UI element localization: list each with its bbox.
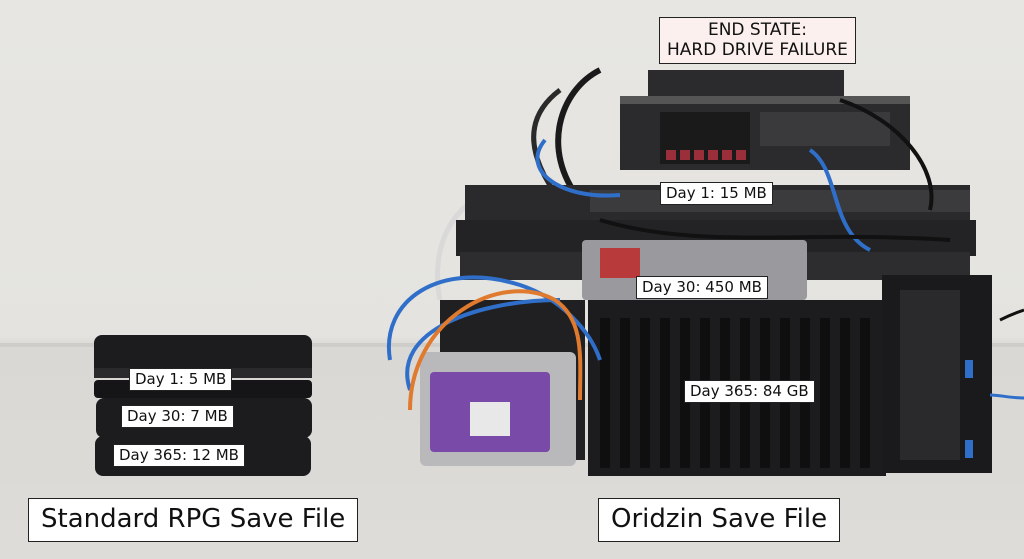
oridzin-day1-label: Day 1: 15 MB: [660, 182, 773, 206]
standard-day1-label: Day 1: 5 MB: [129, 368, 233, 392]
standard-day30-label: Day 30: 7 MB: [121, 405, 234, 429]
end-state-label: END STATE: HARD DRIVE FAILURE: [659, 17, 856, 65]
oridzin-caption: Oridzin Save File: [598, 498, 841, 542]
end-state-line-2: HARD DRIVE FAILURE: [667, 39, 848, 60]
standard-caption: Standard RPG Save File: [28, 498, 359, 542]
oridzin-day365-label: Day 365: 84 GB: [684, 380, 815, 404]
standard-day365-label: Day 365: 12 MB: [113, 444, 245, 468]
standard-drive-1: [94, 335, 312, 377]
oridzin-hardware-pile: [386, 67, 1024, 476]
end-state-line-1: END STATE:: [707, 20, 807, 40]
oridzin-day30-label: Day 30: 450 MB: [636, 276, 768, 300]
